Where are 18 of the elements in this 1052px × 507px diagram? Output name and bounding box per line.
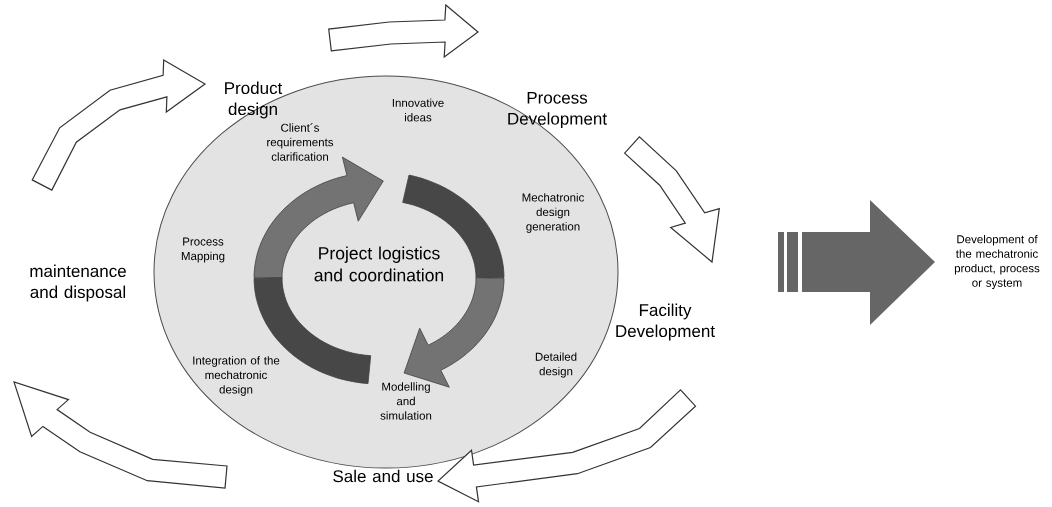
phase-label: maintenance and disposal — [30, 264, 126, 302]
step-label: Modelling and simulation — [380, 382, 432, 420]
arrow — [31, 59, 207, 191]
phase-label: Product design — [225, 81, 283, 119]
phase-label: Sale and use — [333, 469, 433, 483]
step-label: Client´s requirements clarification — [267, 123, 334, 161]
arrow — [436, 389, 697, 503]
step-label: Mechatronic design generation — [522, 193, 584, 233]
step-label: Detailed design — [535, 352, 577, 378]
step-label: Integration of the mechatronic design — [193, 356, 280, 396]
center-label: Project logistics and coordination — [314, 246, 443, 282]
arrow — [13, 381, 228, 489]
phase-label: Process Development — [508, 91, 607, 129]
arrow — [328, 3, 479, 59]
step-label: Process Mapping — [181, 237, 225, 263]
step-label: Innovative ideas — [392, 98, 444, 122]
step-label: Development of the mechatronic product, process or system — [954, 234, 1040, 290]
phase-label: Facility Development — [616, 303, 715, 341]
